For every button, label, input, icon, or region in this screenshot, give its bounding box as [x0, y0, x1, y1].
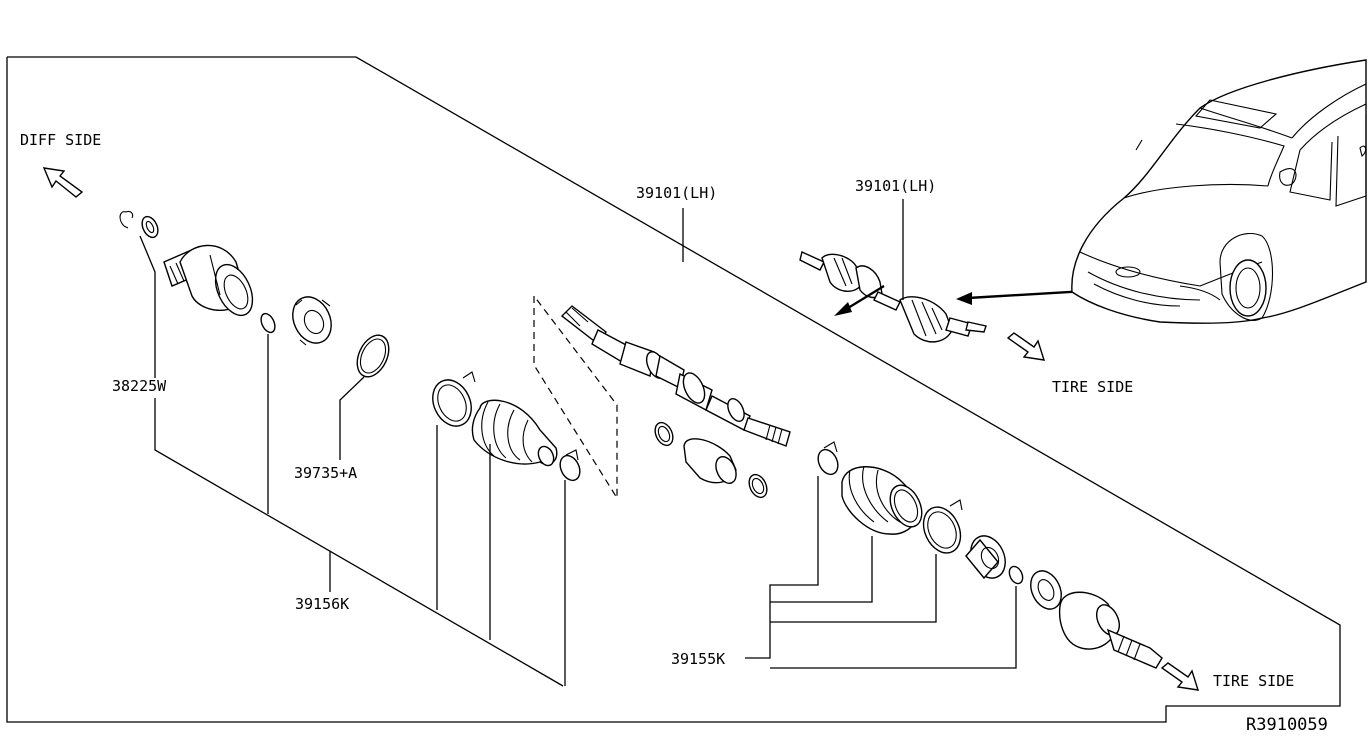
arrow-tire-side-top-icon: [1006, 332, 1046, 361]
assembly-inset: [799, 251, 987, 343]
arrow-tire-side-bottom-icon: [1160, 662, 1200, 691]
tire-side-label-bottom: TIRE SIDE: [1213, 672, 1294, 690]
ring-39735a: [356, 334, 390, 378]
tire-side-label-top: TIRE SIDE: [1052, 378, 1133, 396]
diagram-frame: [6, 56, 1341, 723]
inner-joint-group: [119, 210, 254, 317]
snap-ring: [260, 312, 276, 334]
tripod-joint: [292, 296, 332, 346]
diff-side-label: DIFF SIDE: [20, 131, 101, 149]
suv-vehicle-icon: [1071, 59, 1367, 324]
drive-shaft: [560, 305, 791, 447]
arrow-diff-side-icon: [42, 167, 84, 198]
assembly-number-main: 39101(LH): [636, 184, 717, 202]
outer-boot-group: [817, 441, 963, 554]
outer-joint-group: [965, 535, 1163, 669]
part-number-39156k: 39156K: [295, 595, 349, 613]
part-number-39155k: 39155K: [671, 650, 725, 668]
part-number-38225w: 38225W: [112, 377, 167, 395]
reference-number: R3910059: [1246, 715, 1328, 735]
assembly-number-inset: 39101(LH): [855, 177, 936, 195]
damper-group: [654, 421, 768, 499]
part-number-39735a: 39735+A: [294, 464, 357, 482]
inner-boot-group: [432, 371, 581, 482]
